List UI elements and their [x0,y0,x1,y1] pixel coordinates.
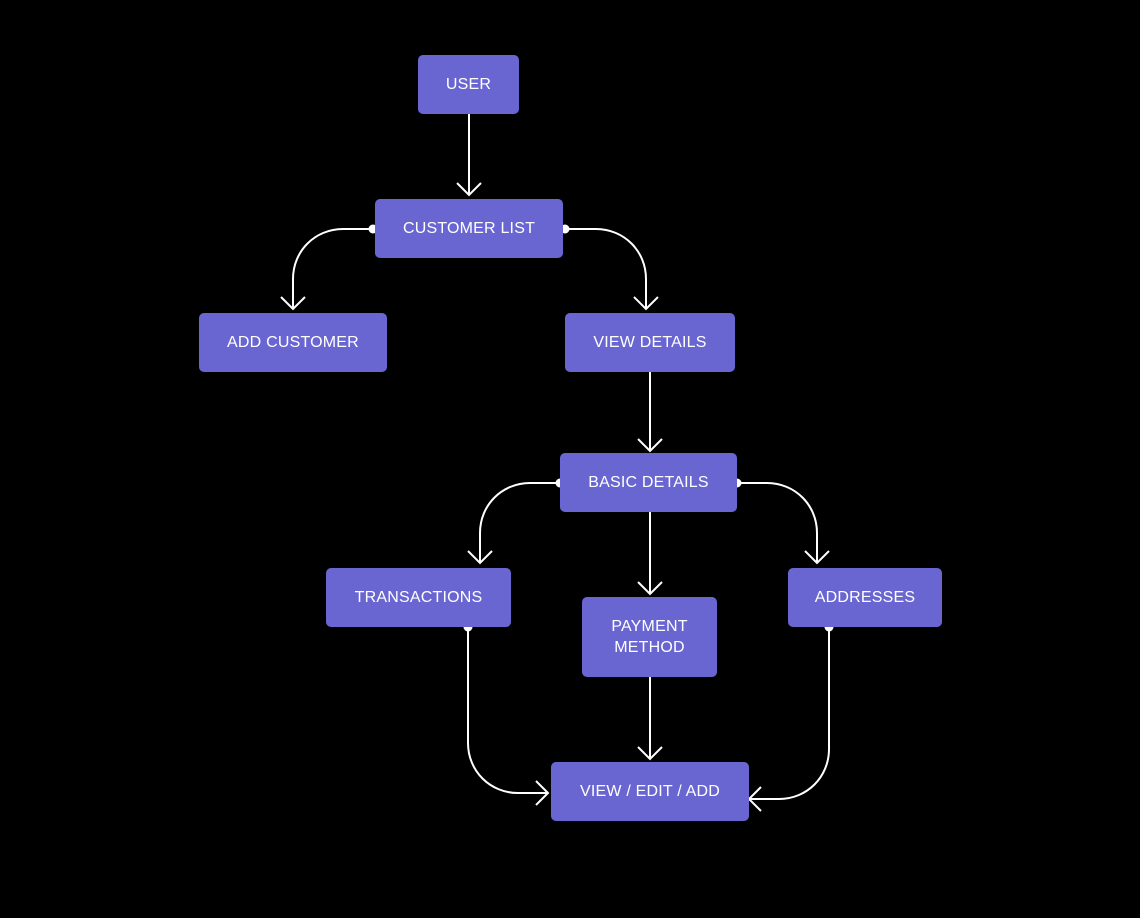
node-label: CUSTOMER LIST [402,220,536,237]
edge-payment-method-to-view-edit-add [637,677,663,761]
edge-customer-list-to-add-customer [280,224,378,311]
node-label: BASIC DETAILS [588,474,709,491]
edge-basic-details-to-payment-method [637,512,663,596]
node-add-customer: ADD CUSTOMER [199,313,387,372]
edge-transactions-to-view-edit-add [463,622,550,806]
node-label: PAYMENT METHOD [611,618,688,656]
edge-user-to-customer-list [456,114,482,197]
node-label: ADDRESSES [814,589,916,606]
node-label: TRANSACTIONS [354,589,483,606]
node-payment-method: PAYMENT METHOD [582,597,717,677]
node-view-details: VIEW DETAILS [565,313,735,372]
node-label: VIEW / EDIT / ADD [579,783,721,800]
node-transactions: TRANSACTIONS [326,568,511,627]
node-user: USER [418,55,519,114]
node-addresses: ADDRESSES [788,568,942,627]
node-basic-details: BASIC DETAILS [560,453,737,512]
node-label: USER [445,76,492,93]
edge-basic-details-to-transactions [467,478,565,565]
node-label: VIEW DETAILS [593,334,707,351]
edge-addresses-to-view-edit-add [747,622,834,812]
edge-customer-list-to-view-details [560,224,659,311]
node-customer-list: CUSTOMER LIST [375,199,563,258]
edge-basic-details-to-addresses [732,478,830,565]
edge-view-details-to-basic-details [637,372,663,453]
node-view-edit-add: VIEW / EDIT / ADD [551,762,749,821]
node-label: ADD CUSTOMER [227,334,359,351]
